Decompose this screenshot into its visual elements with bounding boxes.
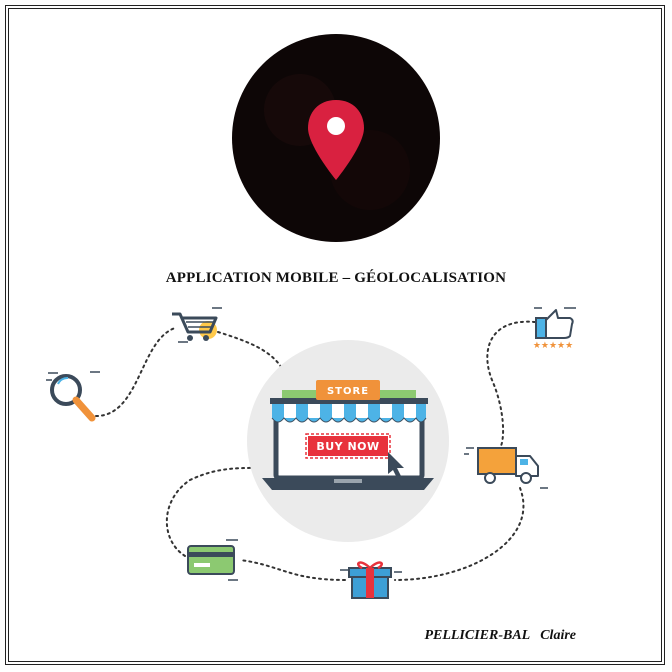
location-pin-icon [308,100,364,180]
logo-badge [232,34,440,242]
buy-now-button: BUY NOW [305,433,391,459]
connector-paths [95,320,536,581]
author-name: PELLICIER-BAL Claire [424,628,576,643]
document-title: APPLICATION MOBILE – GÉOLOCALISATION [165,270,507,286]
store-sign-text: STORE [327,386,369,397]
delivery-truck-icon [464,447,548,489]
page-border-outer [5,5,665,665]
cursor-icon [388,452,404,478]
shopping-cart-icon [172,307,222,343]
page-border-inner [8,8,662,662]
thumbs-up-icon: ★★★★★ [533,307,576,351]
gift-icon [340,561,402,599]
store-awning [271,404,427,423]
buy-now-text: BUY NOW [316,440,379,453]
store-sign: STORE [316,380,380,400]
laptop-store-icon: STORE BUY NOW [247,340,449,542]
credit-card-icon [187,539,238,581]
rating-stars: ★★★★★ [533,341,573,351]
magnifier-icon [46,371,100,422]
